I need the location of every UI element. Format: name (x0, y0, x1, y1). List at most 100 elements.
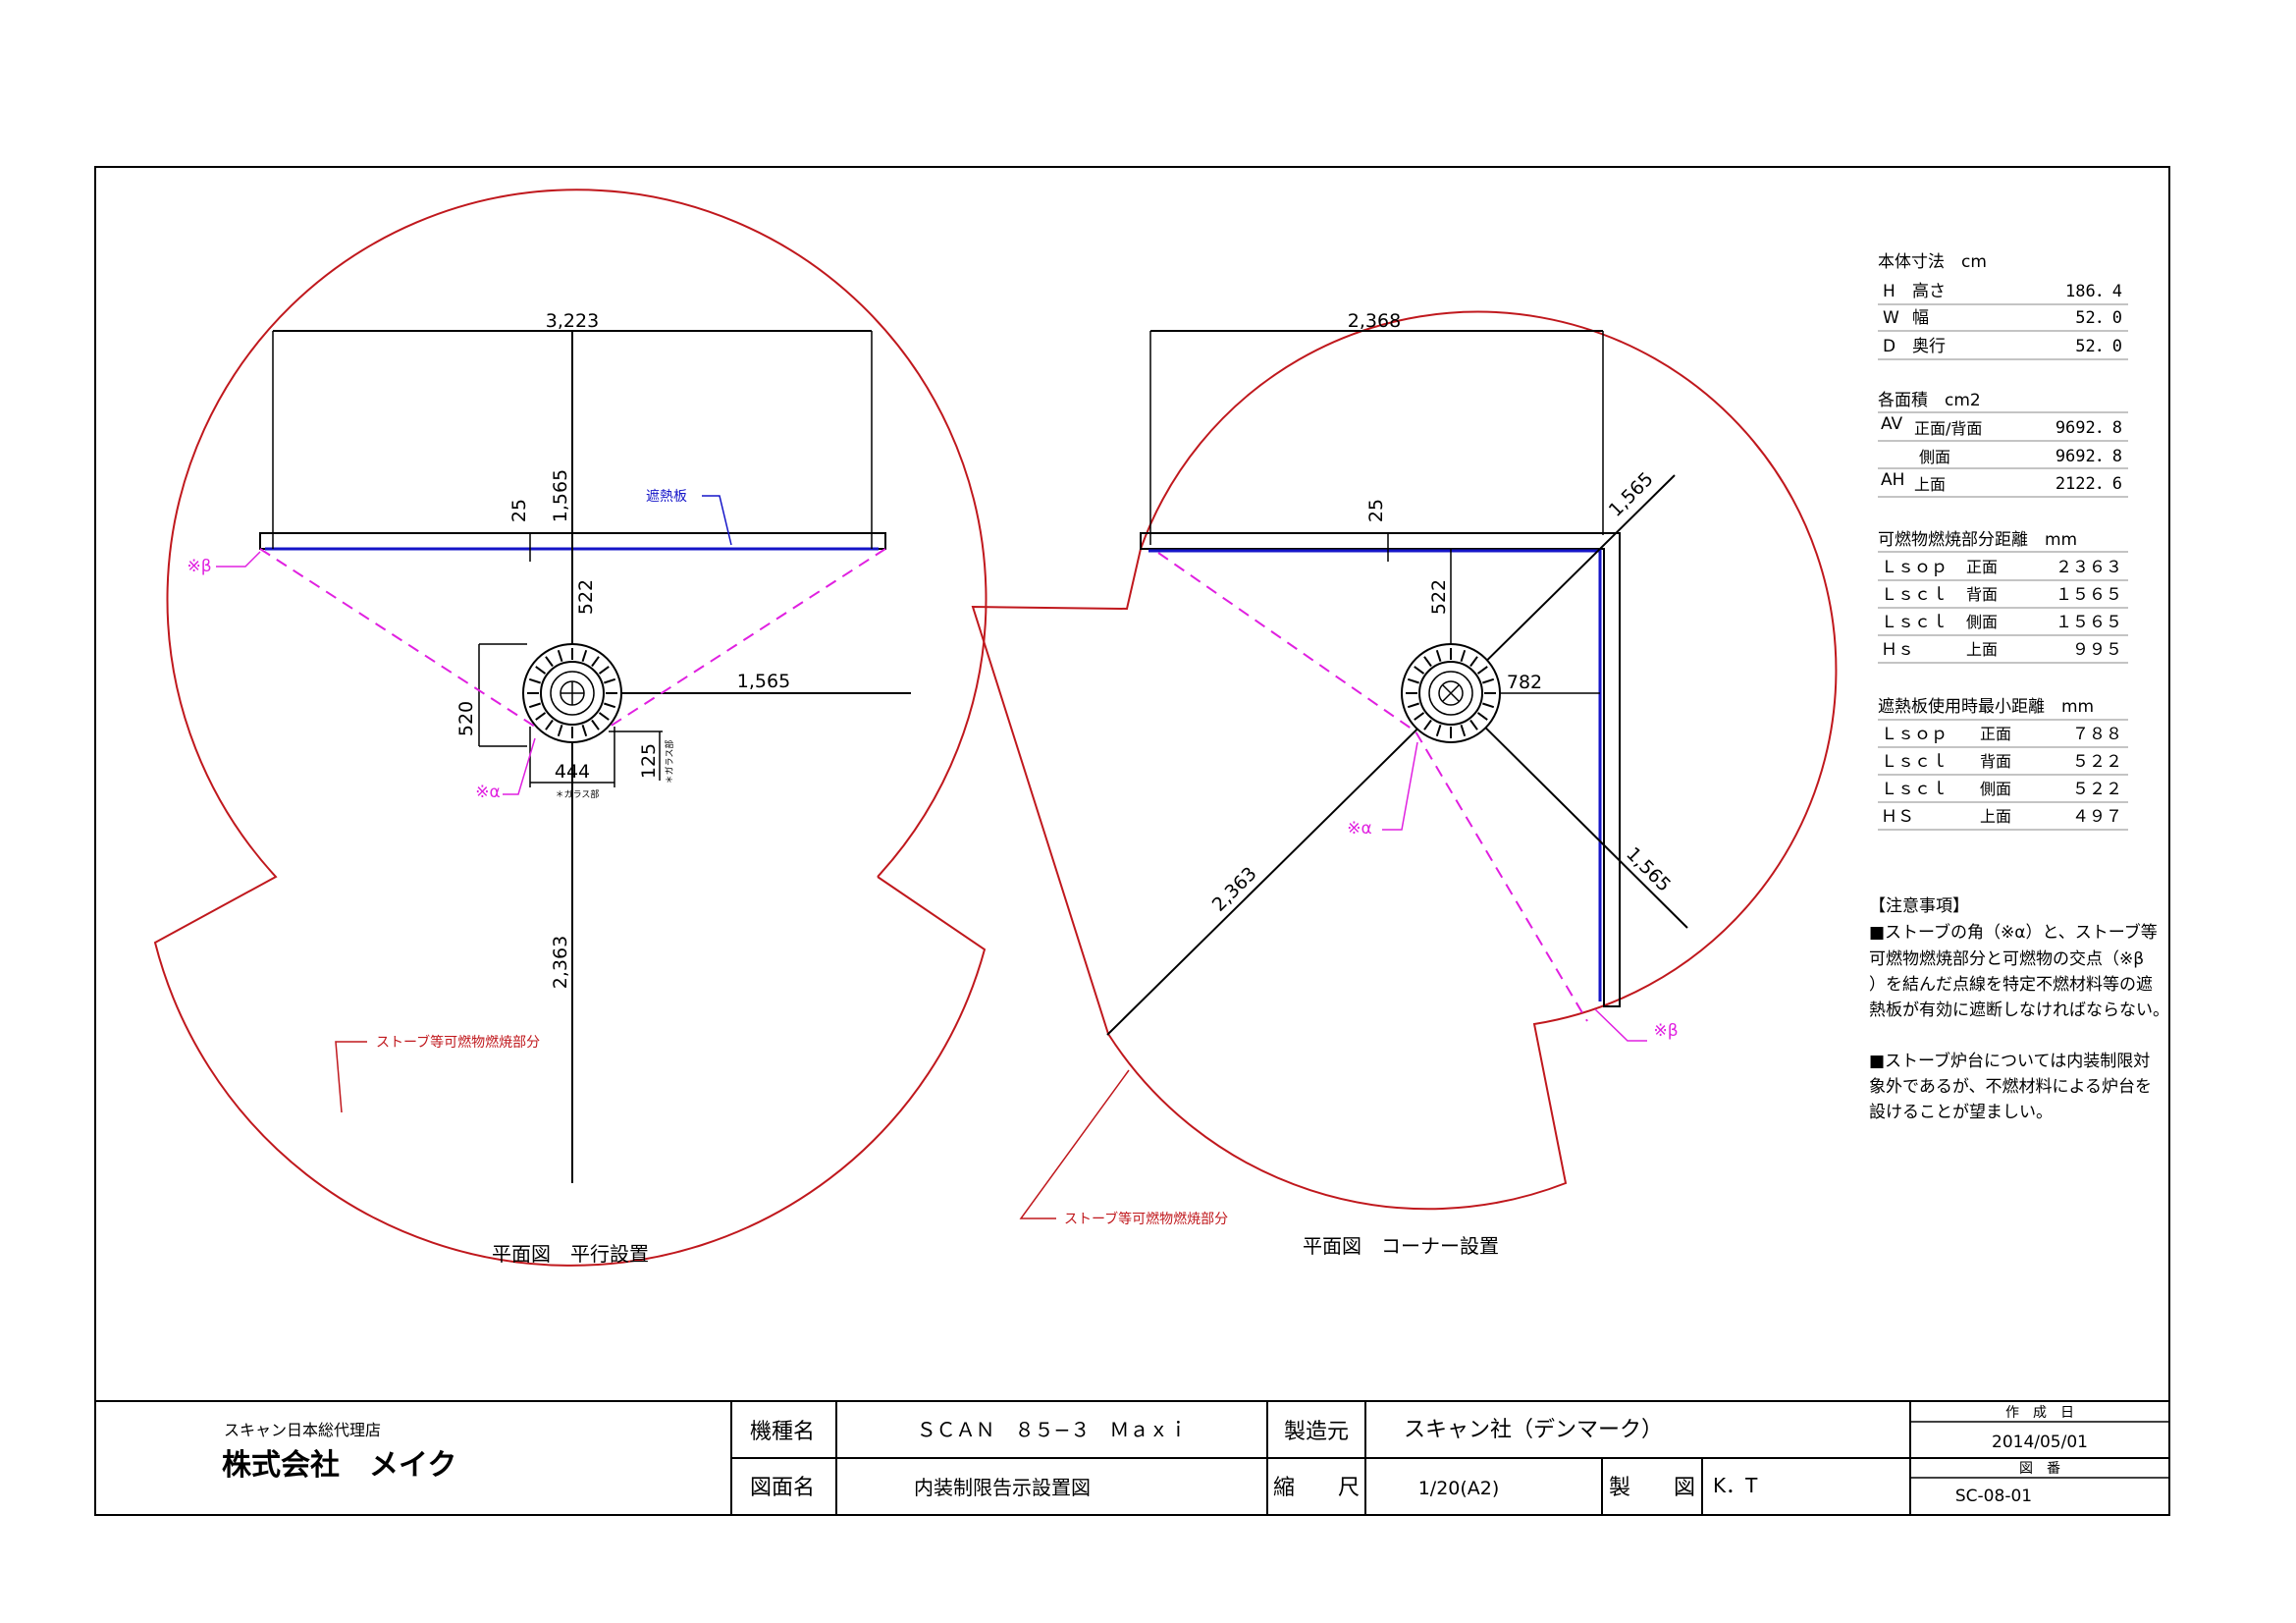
parallel-front-dim: 522 (575, 579, 597, 615)
agent-label: スキャン日本総代理店 (224, 1421, 381, 1439)
spec-shield-name: 背面 (1980, 752, 2011, 771)
parallel-plan: 3,223 1,565 25 522 1,565 520 444 ＊ガラス部 1… (153, 189, 988, 1267)
stove-grate-tick (604, 702, 616, 709)
stove-grate-tick (535, 712, 547, 721)
spec-distance-code: Ｌｓｃｌ (1881, 585, 1948, 605)
stove-grate-tick (528, 677, 541, 684)
stove-grate-tick (1435, 725, 1442, 737)
spec-distance-value: ９９５ (2072, 640, 2122, 660)
spec-body-value: 52．0 (2075, 337, 2122, 356)
stove-grate-tick (591, 656, 600, 668)
corner-heat-shield (1148, 549, 1602, 1001)
spec-area-code: AH (1881, 470, 1904, 490)
corner-zone-label: ストーブ等可燃物燃焼部分 (1064, 1211, 1228, 1227)
spec-area-name: 側面 (1919, 448, 1950, 466)
corner-gap-dim-text: 25 (1365, 499, 1387, 522)
stove-grate-tick (545, 656, 554, 668)
parallel-depth-note: ＊ガラス部 (664, 740, 675, 784)
stove-grate-tick (598, 712, 610, 721)
parallel-sight-line-left (259, 548, 536, 728)
corner-stove-icon (1401, 643, 1501, 743)
spec-distance-value: ２３６３ (2056, 558, 2122, 577)
stove-grate-tick (1423, 719, 1432, 730)
spec-shield-code: Ｌｓｃｌ (1881, 752, 1948, 772)
spec-body-value: 186．4 (2065, 282, 2122, 301)
parallel-top-dim: 1,565 (550, 469, 571, 522)
stove-grate-tick (1482, 702, 1495, 709)
notes: 【注意事項】 ■ストーブの角（※α）と、ストーブ等 可燃物燃焼部分と可燃物の交点… (1869, 896, 2169, 1122)
spec-shield-rows: Ｌｓｏｐ 正面 ７８８ Ｌｓｃｌ 背面 ５２２ Ｌｓｃｌ 側面 ５２２ ＨＳ 上… (1878, 719, 2128, 831)
stove-grate-tick (598, 666, 610, 675)
parallel-alpha-leader (503, 737, 536, 795)
spec-shield-value: ７８８ (2072, 725, 2122, 744)
notes-line: ）を結んだ点線を特定不燃材料等の遮 (1869, 975, 2153, 995)
notes-line: ■ストーブ炉台については内装制限対 (1869, 1051, 2150, 1071)
corner-caption: 平面図 コーナー設置 (1303, 1234, 1499, 1258)
drafter-label: 製 図 (1609, 1476, 1695, 1500)
corner-combustion-zone (971, 310, 1838, 1211)
spec-distance-value: １５６５ (2056, 585, 2122, 605)
spec-shield-name: 上面 (1980, 807, 2011, 826)
parallel-gap-dim-text: 25 (508, 499, 530, 522)
notes-line: 熱板が有効に遮断しなければならない。 (1869, 1001, 2169, 1020)
spec-body-code: D (1883, 337, 1896, 356)
corner-zone-leader (1019, 1069, 1130, 1219)
stove-grate-tick (581, 725, 588, 737)
corner-alpha-marker: ※α (1347, 819, 1371, 839)
stove-grate-tick (1407, 677, 1419, 684)
spec-shield-code: Ｌｓｏｐ (1881, 725, 1948, 744)
spec-distance-name: 側面 (1966, 613, 1998, 631)
spec-area-code: AV (1881, 414, 1903, 434)
scale-label: 縮 尺 (1273, 1476, 1360, 1500)
drawing-name-label: 図面名 (750, 1476, 815, 1500)
spec-body-code: H (1883, 282, 1896, 301)
drawing-frame (94, 166, 2170, 1516)
parallel-glass-note: ＊ガラス部 (556, 788, 600, 800)
spec-shield-code: Ｌｓｃｌ (1881, 780, 1948, 799)
parallel-zone-leader (335, 1041, 367, 1113)
stove-grate-tick (535, 666, 547, 675)
drawing-number-label: 図 番 (2019, 1461, 2060, 1477)
spec-distance-name: 背面 (1966, 585, 1998, 604)
parallel-depth-dim: 125 (638, 743, 660, 779)
spec-body-value: 52．0 (2075, 308, 2122, 328)
spec-shield-value: ４９７ (2072, 807, 2122, 827)
stove-grate-tick (591, 719, 600, 730)
stove-grate-tick (557, 725, 563, 737)
scale-value: 1/20(A2) (1418, 1478, 1500, 1499)
parallel-beta-marker: ※β (187, 557, 211, 576)
spec-area-value: 9692．8 (2056, 447, 2122, 466)
stove-grate-tick (1482, 677, 1495, 684)
parallel-width-dim: 3,223 (546, 310, 599, 332)
stove-grate-tick (1423, 656, 1432, 668)
stove-grate-tick (1460, 725, 1467, 737)
spec-shield-title: 遮熱板使用時最小距離 mm (1878, 696, 2094, 717)
stove-grate-tick (1476, 666, 1488, 675)
stove-grate-tick (604, 677, 616, 684)
spec-area-name: 正面/背面 (1914, 419, 1982, 438)
spec-shield-code: ＨＳ (1881, 807, 1914, 827)
spec-body-rows: H 高さ 186．4 W 幅 52．0 D 奥行 52．0 (1878, 282, 2128, 360)
company-name: 株式会社 メイク (222, 1448, 456, 1483)
spec-area-rows: AV 正面/背面 9692．8 側面 9692．8 AH 上面 2122．6 (1878, 411, 2128, 498)
maker-label: 製造元 (1284, 1420, 1349, 1444)
stove-grate-tick (1407, 702, 1419, 709)
parallel-glass-dim: 444 (555, 761, 590, 783)
created-label: 作 成 日 (2005, 1405, 2074, 1421)
stove-grate-tick (528, 702, 541, 709)
spec-distance-title: 可燃物燃焼部分距離 mm (1878, 530, 2077, 550)
spec-distance-name: 正面 (1966, 558, 1998, 576)
corner-beta-leader (1594, 1008, 1647, 1042)
spec-tables: 本体寸法 cm H 高さ 186．4 W 幅 52．0 D 奥行 52．0 各面… (1878, 252, 2128, 831)
spec-area-value: 2122．6 (2056, 474, 2122, 494)
spec-body-name: 高さ (1912, 282, 1946, 301)
stove-grate-tick (1476, 712, 1488, 721)
corner-wall (1140, 532, 1621, 1007)
created-date: 2014/05/01 (1992, 1433, 2088, 1452)
spec-body-title: 本体寸法 cm (1878, 252, 1987, 272)
corner-diag-top-dim: 1,565 (1605, 468, 1658, 521)
notes-line: 設けることが望ましい。 (1869, 1103, 2053, 1122)
corner-diagonal-right (1450, 692, 1688, 929)
stove-grate-tick (1469, 656, 1478, 668)
